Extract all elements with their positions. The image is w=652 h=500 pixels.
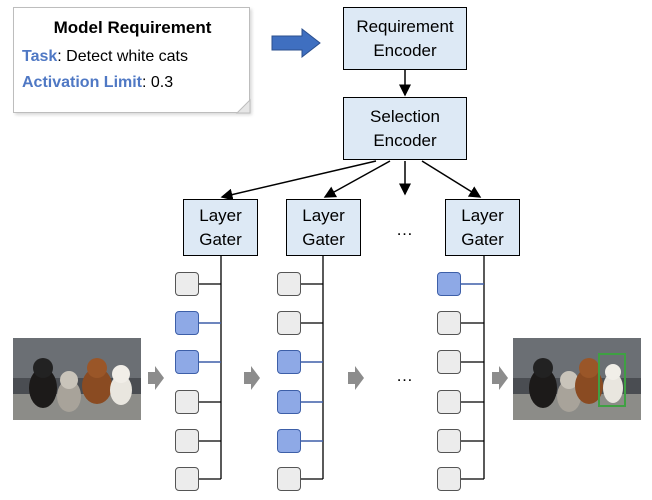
- detected-white-cat-photo-icon: [513, 338, 641, 420]
- gater-label-line-1: Layer: [199, 205, 242, 225]
- gray-arrow-icon: [148, 366, 164, 390]
- inactive-unit: [277, 272, 301, 296]
- inactive-unit: [175, 429, 199, 453]
- inactive-unit: [437, 350, 461, 374]
- active-unit: [175, 311, 199, 335]
- active-unit: [277, 350, 301, 374]
- layer-ellipsis: …: [396, 366, 413, 385]
- selection-encoder-line-2: Encoder: [373, 130, 437, 150]
- requirement-encoder: Requirement Encoder: [343, 7, 467, 70]
- active-unit: [175, 350, 199, 374]
- dogs-and-cats-photo-icon: [13, 338, 141, 420]
- layer-flow-arrows: [148, 366, 508, 390]
- inactive-unit: [437, 467, 461, 491]
- activation-limit-key: Activation Limit: [22, 74, 143, 91]
- gater-label-line-2: Gater: [199, 229, 242, 249]
- active-unit: [277, 429, 301, 453]
- activation-limit-line: Activation Limit: 0.3: [22, 74, 173, 92]
- selection-encoder: Selection Encoder: [343, 97, 467, 160]
- output-image: [513, 338, 641, 420]
- layer-gater-1: Layer Gater: [183, 199, 258, 256]
- selection-encoder-line-1: Selection: [370, 106, 440, 126]
- active-unit: [437, 272, 461, 296]
- gater-label-line-1: Layer: [461, 205, 504, 225]
- input-image: [13, 338, 141, 420]
- gater-ellipsis: …: [396, 220, 413, 239]
- flow-arrow-icon: [271, 27, 321, 59]
- selection-to-gater-n-arrow: [421, 160, 482, 198]
- detection-box: [598, 353, 626, 407]
- selection-to-gater-1-arrow: [220, 160, 377, 201]
- selection-to-gater-2-arrow: [323, 160, 391, 198]
- gray-arrow-icon: [348, 366, 364, 390]
- gray-arrow-icon: [244, 366, 260, 390]
- gray-arrow-icon: [492, 366, 508, 390]
- layer-gater-2: Layer Gater: [286, 199, 361, 256]
- inactive-unit: [277, 311, 301, 335]
- activation-limit-value: : 0.3: [142, 74, 174, 91]
- gater-label-line-2: Gater: [302, 229, 345, 249]
- inactive-unit: [175, 272, 199, 296]
- gater-label-line-1: Layer: [302, 205, 345, 225]
- active-unit: [277, 390, 301, 414]
- task-key: Task: [22, 48, 58, 65]
- layer-gater-n: Layer Gater: [445, 199, 520, 256]
- inactive-unit: [175, 467, 199, 491]
- inactive-unit: [175, 390, 199, 414]
- gater-label-line-2: Gater: [461, 229, 504, 249]
- model-requirement-note: Model Requirement Task: Detect white cat…: [13, 7, 250, 113]
- requirement-encoder-line-1: Requirement: [356, 16, 454, 36]
- inactive-unit: [437, 311, 461, 335]
- inactive-unit: [277, 467, 301, 491]
- inactive-unit: [437, 429, 461, 453]
- requirement-encoder-line-2: Encoder: [373, 40, 437, 60]
- task-line: Task: Detect white cats: [22, 48, 188, 66]
- note-title: Model Requirement: [53, 18, 212, 37]
- task-value: : Detect white cats: [57, 48, 188, 65]
- inactive-unit: [437, 390, 461, 414]
